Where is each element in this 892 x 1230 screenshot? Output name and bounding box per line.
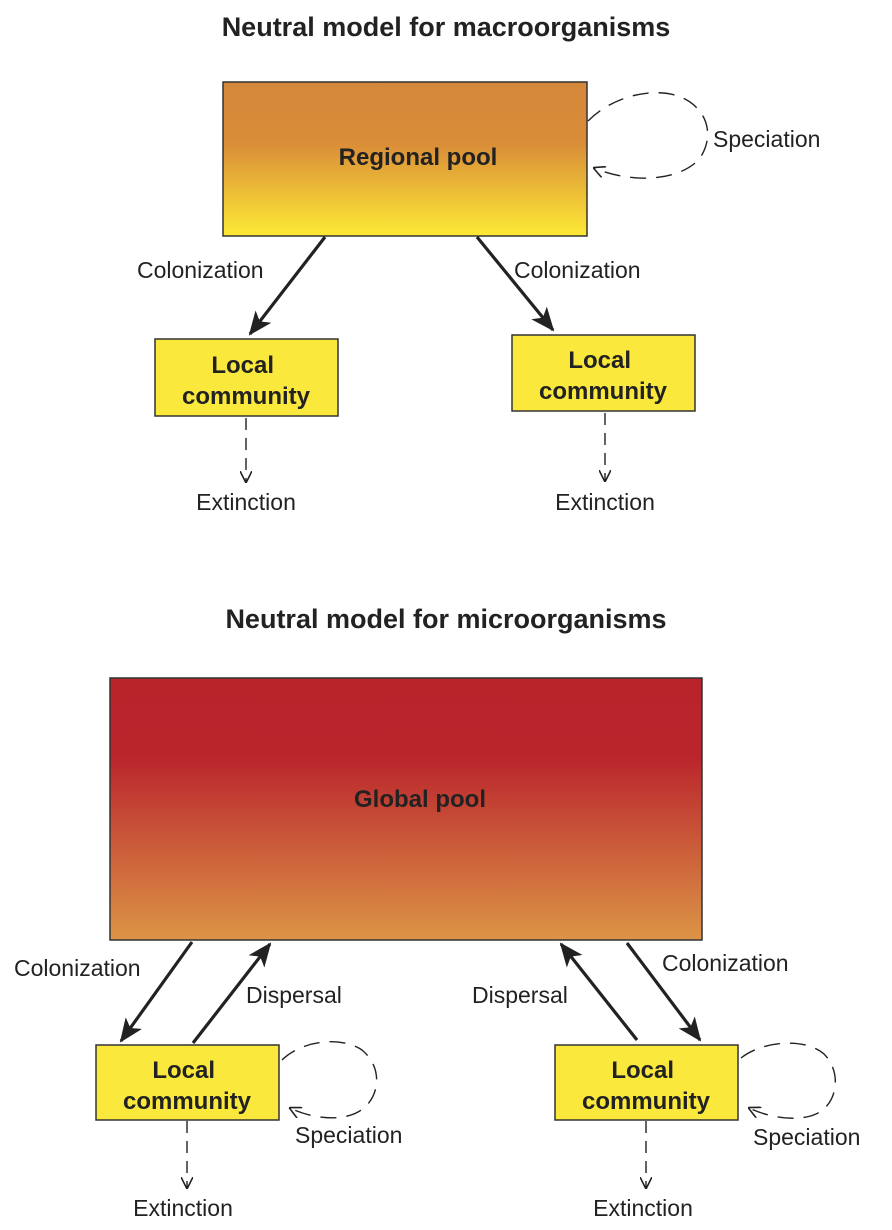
macro-right-local-line1: Local	[568, 347, 631, 374]
macro-right-local-line2: community	[539, 378, 668, 405]
macro-right-local-box	[511, 334, 696, 412]
micro-right-local-line1: Local	[611, 1057, 674, 1084]
micro-left-speciation-loop	[281, 1041, 378, 1119]
micro-left-dispersal-arrow	[191, 942, 272, 1044]
macro-section: Neutral model for macroorganisms Regiona…	[137, 12, 820, 515]
macro-right-extinction-label: Extinction	[555, 489, 655, 515]
micro-right-colonization-label: Colonization	[662, 950, 789, 976]
global-pool-label: Global pool	[354, 786, 486, 813]
micro-right-colonization-arrow	[625, 942, 702, 1042]
macro-speciation-label: Speciation	[713, 126, 820, 152]
micro-right-dispersal-arrow	[559, 942, 639, 1041]
micro-left-local-line1: Local	[152, 1057, 215, 1084]
regional-pool-box	[222, 81, 588, 237]
micro-right-dispersal-label: Dispersal	[472, 982, 568, 1008]
micro-right-local-line2: community	[582, 1088, 711, 1115]
macro-left-local-label: Local community	[182, 352, 311, 410]
macro-left-local-line1: Local	[211, 352, 274, 379]
macro-left-extinction-label: Extinction	[196, 489, 296, 515]
micro-right-local-label: Local community	[582, 1057, 711, 1115]
macro-left-local-box	[154, 338, 339, 417]
macro-left-colonization-label: Colonization	[137, 257, 264, 283]
micro-left-colonization-label: Colonization	[14, 955, 141, 981]
macro-left-local-line2: community	[182, 383, 311, 410]
macro-speciation-loop	[587, 92, 709, 179]
micro-right-speciation-loop	[740, 1042, 836, 1119]
macro-right-colonization-arrow	[475, 235, 555, 332]
macro-left-colonization-arrow	[248, 236, 327, 336]
micro-left-extinction-label: Extinction	[133, 1195, 233, 1221]
micro-left-dispersal-label: Dispersal	[246, 982, 342, 1008]
regional-pool-label: Regional pool	[339, 144, 498, 171]
macro-title: Neutral model for macroorganisms	[222, 12, 671, 42]
macro-right-colonization-label: Colonization	[514, 257, 641, 283]
micro-right-local-box	[554, 1044, 739, 1121]
micro-title: Neutral model for microorganisms	[225, 604, 666, 634]
macro-right-local-label: Local community	[539, 347, 668, 405]
micro-left-colonization-arrow	[119, 941, 194, 1043]
micro-left-local-line2: community	[123, 1088, 252, 1115]
micro-left-speciation-label: Speciation	[295, 1122, 402, 1148]
global-pool-box	[109, 677, 703, 941]
micro-section: Neutral model for microorganisms Global …	[14, 604, 860, 1221]
micro-left-local-label: Local community	[123, 1057, 252, 1115]
micro-right-speciation-label: Speciation	[753, 1124, 860, 1150]
micro-left-local-box	[95, 1044, 280, 1121]
micro-right-extinction-label: Extinction	[593, 1195, 693, 1221]
